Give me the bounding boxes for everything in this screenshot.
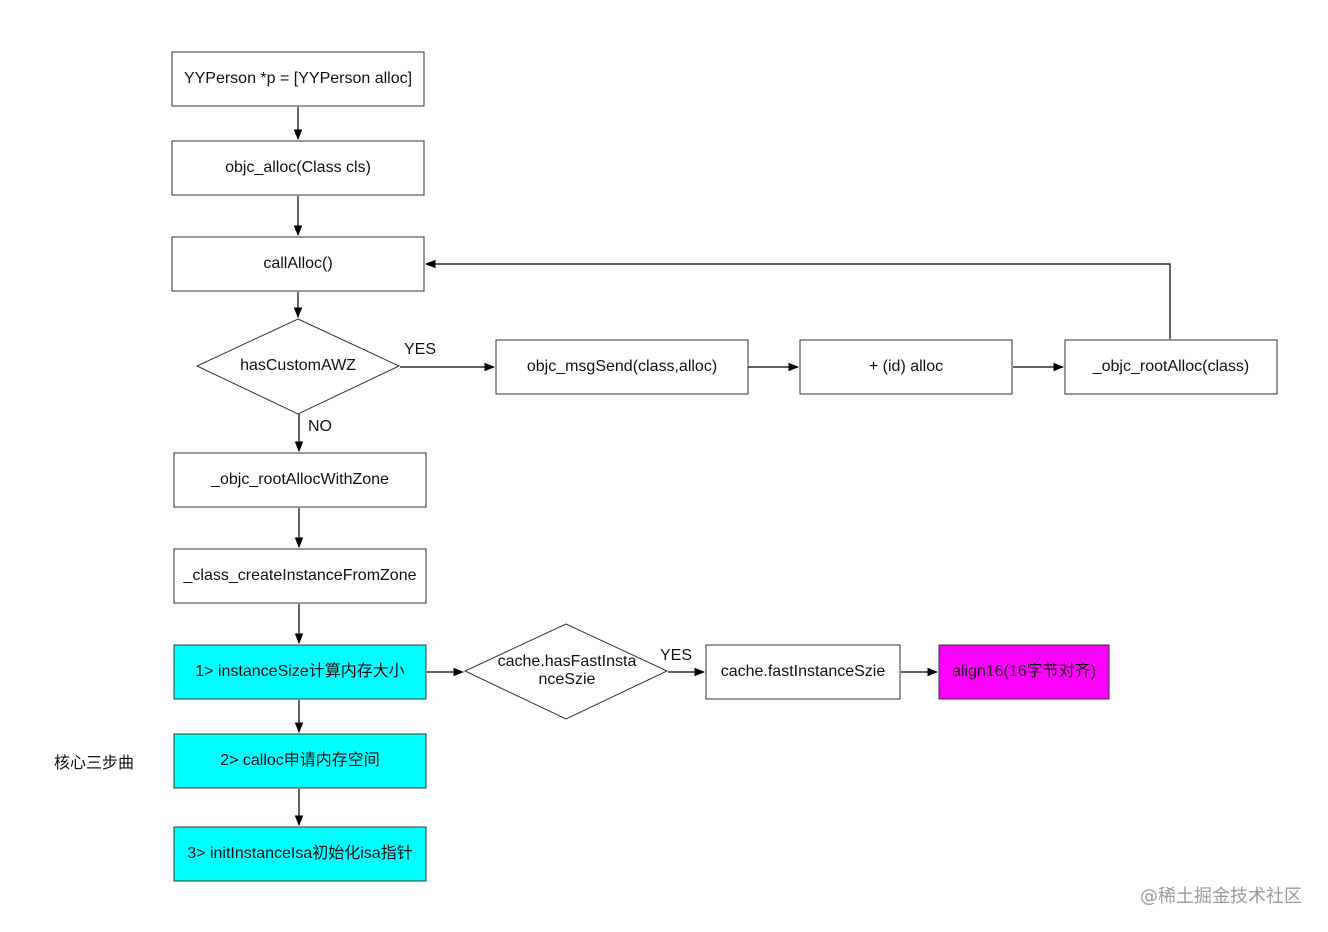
node-id-alloc-box [799, 339, 1013, 395]
node-init-isa-label: 3> initInstanceIsa初始化isa指针 [187, 844, 412, 862]
watermark: @稀土掘金技术社区 [1140, 886, 1302, 907]
node-objc-msgsend-box [495, 339, 749, 395]
node-create-instance-box [173, 548, 427, 604]
node-call-alloc-box [171, 236, 425, 292]
node-has-fast-instance-size-label-line2: nceSzie [539, 671, 596, 688]
edge-label-fast-yes: YES [660, 647, 692, 664]
node-has-fast-instance-size-label-line1: cache.hasFastInsta [498, 653, 637, 670]
core-three-steps-label: 核心三步曲 [54, 754, 134, 772]
node-align16: align16(16字节对齐) [938, 644, 1110, 700]
edge-label-awz-yes: YES [404, 341, 436, 358]
node-objc-msgsend-label: objc_msgSend(class,alloc) [527, 358, 717, 375]
node-init-isa-box [173, 826, 427, 882]
node-calloc-box [173, 733, 427, 789]
node-instance-size-label: 1> instanceSize计算内存大小 [195, 661, 404, 680]
node-init-isa: 3> initInstanceIsa初始化isa指针 [173, 826, 427, 882]
node-objc-msgsend: objc_msgSend(class,alloc) [495, 339, 749, 395]
node-instance-size-box [173, 644, 427, 700]
node-root-alloc-with-zone-label: _objc_rootAllocWithZone [210, 471, 389, 488]
node-align16-label: align16(16字节对齐) [952, 662, 1096, 680]
node-has-fast-instance-size: cache.hasFastInsta nceSzie [463, 623, 669, 720]
node-objc-alloc-label: objc_alloc(Class cls) [225, 159, 371, 176]
node-calloc: 2> calloc申请内存空间 [173, 733, 427, 789]
node-alloc-call-label: YYPerson *p = [YYPerson alloc] [184, 70, 412, 87]
node-has-custom-awz-label: hasCustomAWZ [240, 357, 356, 374]
node-root-alloc-with-zone: _objc_rootAllocWithZone [173, 452, 427, 508]
node-instance-size: 1> instanceSize计算内存大小 [173, 644, 427, 700]
node-objc-alloc-box [171, 140, 425, 196]
node-alloc-call: YYPerson *p = [YYPerson alloc] [171, 51, 425, 107]
node-fast-instance-size-box [705, 644, 901, 700]
node-has-custom-awz: hasCustomAWZ [195, 318, 401, 415]
node-has-custom-awz-diamond [195, 318, 401, 415]
node-call-alloc: callAlloc() [171, 236, 425, 292]
node-objc-root-alloc-label: _objc_rootAlloc(class) [1092, 358, 1250, 375]
edge-root-alloc-back-to-callalloc [424, 259, 1171, 339]
node-call-alloc-label: callAlloc() [263, 255, 332, 272]
node-id-alloc: + (id) alloc [799, 339, 1013, 395]
node-objc-root-alloc: _objc_rootAlloc(class) [1064, 339, 1278, 395]
node-create-instance: _class_createInstanceFromZone [173, 548, 427, 604]
node-alloc-call-box [171, 51, 425, 107]
node-id-alloc-label: + (id) alloc [869, 358, 943, 375]
node-objc-alloc: objc_alloc(Class cls) [171, 140, 425, 196]
node-calloc-label: 2> calloc申请内存空间 [220, 751, 380, 769]
node-align16-box [938, 644, 1110, 700]
edges [293, 107, 1171, 827]
node-root-alloc-with-zone-box [173, 452, 427, 508]
node-create-instance-label: _class_createInstanceFromZone [183, 567, 417, 584]
node-objc-root-alloc-box [1064, 339, 1278, 395]
node-fast-instance-size-label: cache.fastInstanceSzie [721, 663, 886, 680]
node-has-fast-instance-size-diamond [463, 623, 669, 720]
edge-label-awz-no: NO [308, 418, 332, 435]
node-fast-instance-size: cache.fastInstanceSzie [705, 644, 901, 700]
